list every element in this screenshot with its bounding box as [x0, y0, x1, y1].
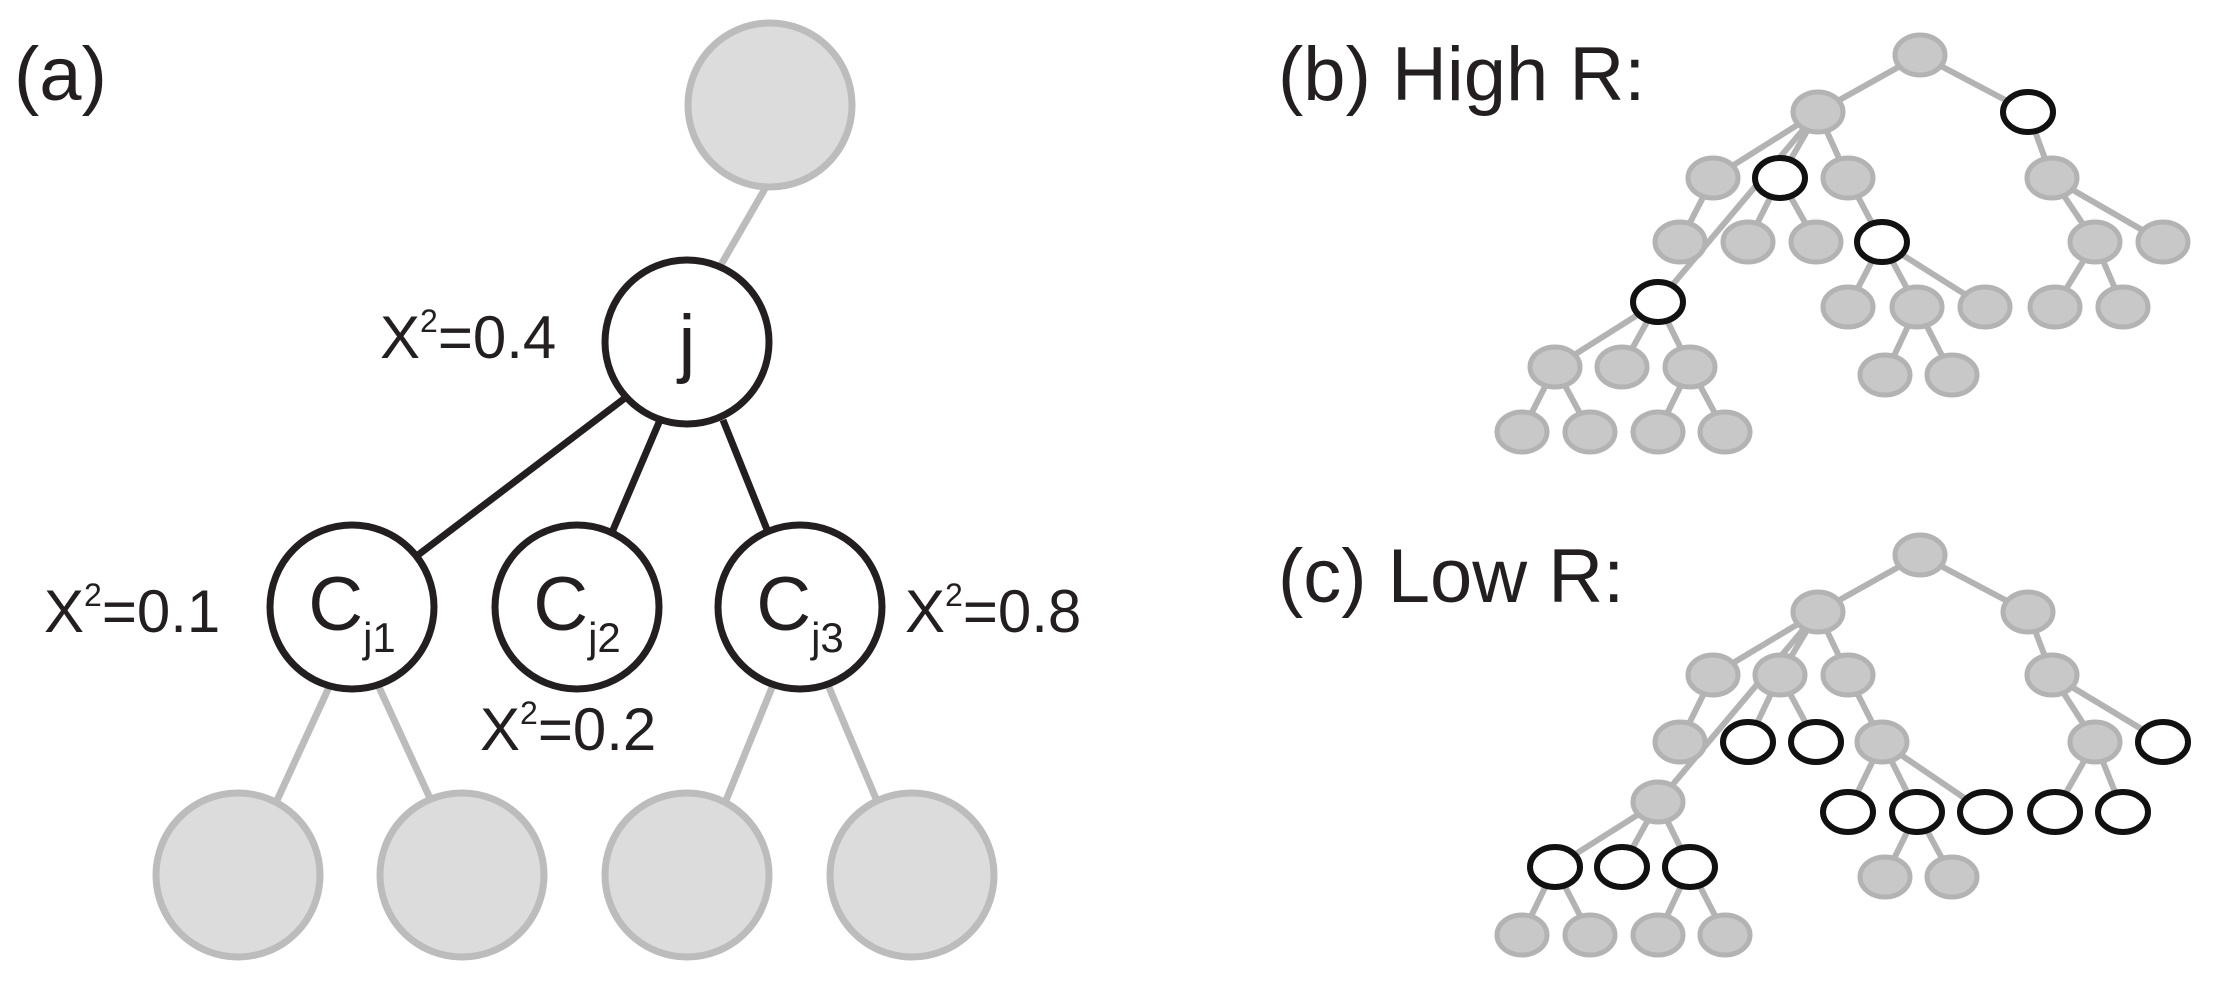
low-r-tree-node	[2024, 652, 2080, 698]
high-r-tree-node	[2135, 219, 2191, 265]
low-r-tree-node	[1820, 652, 1876, 698]
high-r-tree-node	[1820, 155, 1876, 201]
chi-label-j: X2=0.4	[380, 303, 556, 371]
low-r-tree-node	[1924, 854, 1980, 900]
chi-label-cj2: X2=0.2	[480, 695, 656, 763]
node-cj2	[491, 521, 663, 693]
high-r-tree-node	[1562, 409, 1618, 455]
high-r-tree-node	[1594, 344, 1650, 390]
low-r-tree-edge	[1655, 610, 1821, 804]
chi-label-cj3: X2=0.8	[905, 577, 1081, 645]
low-r-tree-node	[1685, 652, 1741, 698]
low-r-tree-node	[1494, 912, 1550, 958]
high-r-tree-node	[1857, 352, 1913, 398]
low-r-tree-node	[1892, 532, 1948, 578]
high-r-tree-node	[1697, 409, 1753, 455]
low-r-tree-selected-node	[1820, 789, 1876, 835]
low-r-tree-selected-node	[1889, 789, 1945, 835]
low-r-tree-node	[2000, 589, 2056, 635]
high-r-tree-node	[1790, 89, 1846, 135]
high-r-tree-node	[1685, 155, 1741, 201]
low-r-tree-node	[1630, 779, 1686, 825]
low-r-tree-node	[1562, 912, 1618, 958]
high-r-tree-selected-node	[2000, 89, 2056, 135]
node-cj1-label: Cj1	[308, 562, 396, 661]
high-r-tree-node	[1957, 284, 2013, 330]
edge-j-cj3	[719, 418, 774, 539]
node-cj1	[266, 521, 438, 693]
edge-cj1-leaf1	[264, 683, 334, 822]
high-r-tree-node	[2024, 155, 2080, 201]
low-r-tree-selected-node	[1662, 844, 1718, 890]
node-cj3	[714, 521, 886, 693]
node-cj2-label: Cj2	[533, 562, 621, 661]
panel-c: (c) Low R:	[1278, 532, 2191, 958]
low-r-tree-selected-node	[2135, 719, 2191, 765]
panel-b: (b) High R:	[1278, 32, 2191, 455]
low-r-tree-node	[1752, 652, 1808, 698]
high-r-tree-node	[2095, 284, 2151, 330]
chi-label-cj1: X2=0.1	[44, 577, 220, 645]
low-r-tree-selected-node	[1788, 719, 1844, 765]
panel-a: (a) j Cj1 Cj2 Cj3 X2=0.4 X2=0.1 X2=0.2 X…	[14, 19, 1081, 961]
high-r-tree-node	[2027, 284, 2083, 330]
leaf-node-1	[152, 789, 324, 961]
low-r-tree-node	[1630, 912, 1686, 958]
low-r-tree-node	[1857, 854, 1913, 900]
high-r-tree-node	[1924, 352, 1980, 398]
node-cj3-label: Cj3	[756, 562, 844, 661]
panel-b-label: (b) High R:	[1278, 32, 1645, 117]
high-r-tree-node	[1892, 32, 1948, 78]
high-r-tree-selected-node	[1854, 219, 1910, 265]
low-r-tree-node	[1652, 719, 1708, 765]
node-j	[601, 256, 773, 428]
high-r-tree-edge	[1655, 110, 1821, 304]
low-r-tree-node	[1697, 912, 1753, 958]
leaf-node-4	[826, 789, 998, 961]
leaf-node-3	[601, 789, 773, 961]
low-r-tree-node	[1854, 719, 1910, 765]
high-r-tree-node	[1652, 219, 1708, 265]
panel-a-label: (a)	[14, 32, 107, 117]
high-r-tree-node	[1662, 344, 1718, 390]
edge-cj3-leaf3	[714, 683, 777, 822]
low-r-tree-node	[1790, 589, 1846, 635]
high-r-tree-node	[1630, 409, 1686, 455]
low-r-tree-selected-node	[2095, 789, 2151, 835]
node-j-label: j	[677, 300, 696, 385]
tree-low-r	[1494, 532, 2191, 958]
high-r-tree-node	[1820, 284, 1876, 330]
high-r-tree-selected-node	[1752, 155, 1808, 201]
panel-c-label: (c) Low R:	[1278, 534, 1624, 619]
tree-high-r	[1494, 32, 2191, 455]
low-r-tree-selected-node	[1594, 844, 1650, 890]
low-r-tree-selected-node	[1527, 844, 1583, 890]
leaf-node-2	[376, 789, 548, 961]
low-r-tree-selected-node	[2027, 789, 2083, 835]
low-r-tree-selected-node	[1720, 719, 1776, 765]
edge-cj3-leaf4	[824, 683, 889, 822]
high-r-tree-selected-node	[1630, 279, 1686, 325]
high-r-tree-node	[2067, 219, 2123, 265]
root-node	[684, 19, 856, 191]
low-r-tree-selected-node	[1957, 789, 2013, 835]
high-r-tree-node	[1527, 344, 1583, 390]
high-r-tree-node	[1720, 219, 1776, 265]
low-r-tree-node	[2067, 719, 2123, 765]
high-r-tree-node	[1788, 219, 1844, 265]
edge-j-cj1	[415, 395, 628, 558]
high-r-tree-node	[1889, 284, 1945, 330]
high-r-tree-node	[1494, 409, 1550, 455]
edge-j-cj2	[606, 418, 664, 539]
edge-root-j	[714, 178, 774, 272]
